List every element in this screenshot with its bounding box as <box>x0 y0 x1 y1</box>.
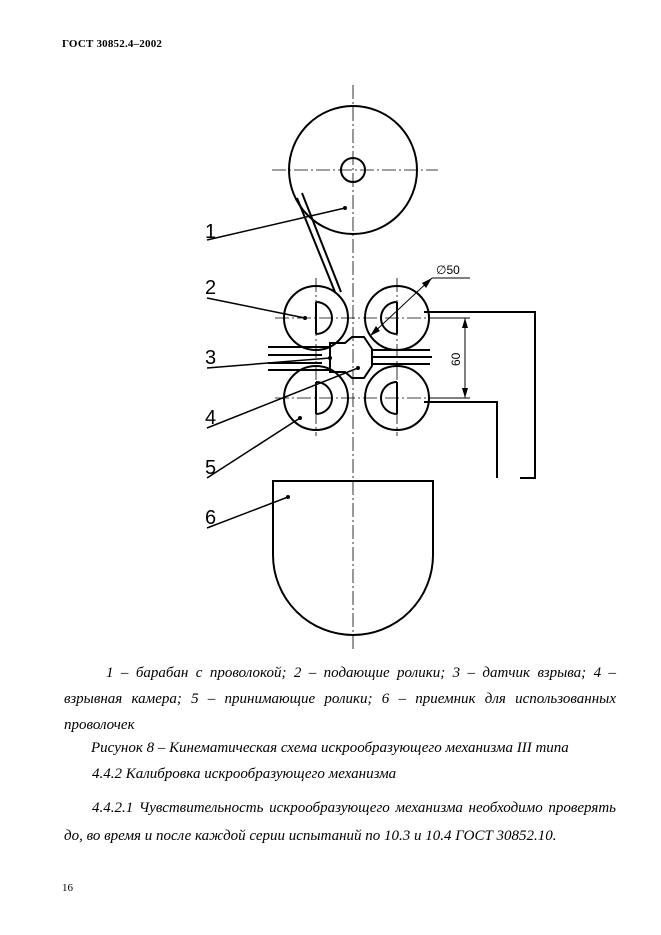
label-1: 1 <box>205 221 216 243</box>
section-heading: 4.4.2 Калибровка искрообразующего механи… <box>92 766 397 782</box>
label-3: 3 <box>205 347 216 369</box>
page-number: 16 <box>62 882 73 894</box>
diameter-label: ∅50 <box>436 263 460 277</box>
label-6: 6 <box>205 507 216 529</box>
frame <box>424 311 536 479</box>
wire-receiver <box>272 480 434 636</box>
label-4: 4 <box>205 407 216 429</box>
figure-title: Рисунок 8 – Кинематическая схема искрооб… <box>91 740 569 756</box>
label-2: 2 <box>205 277 216 299</box>
kinematic-diagram: 1 2 3 4 5 6 ∅50 60 <box>205 85 536 650</box>
label-5: 5 <box>205 457 216 479</box>
wire-line <box>296 197 336 293</box>
wire-line <box>301 192 342 293</box>
document-header: ГОСТ 30852.4–2002 <box>62 38 163 50</box>
figure-legend: 1 – барабан с проволокой; 2 – подающие р… <box>64 665 616 733</box>
body-paragraph: 4.4.2.1 Чувствительность искрообразующег… <box>64 800 616 844</box>
dimension-label: 60 <box>449 352 463 366</box>
explosion-chamber <box>329 336 373 379</box>
